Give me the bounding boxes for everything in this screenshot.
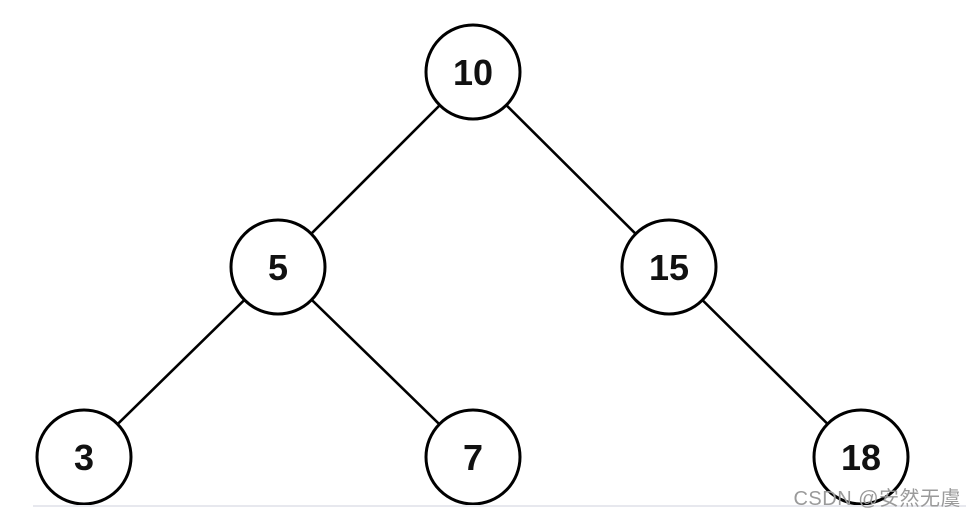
tree-node-label-18: 18	[841, 437, 881, 478]
tree-node-18: 18	[812, 408, 910, 506]
tree-node-15: 15	[620, 218, 718, 316]
tree-node-7: 7	[424, 408, 522, 506]
tree-node-circle-3	[35, 408, 133, 506]
tree-node-circle-15	[620, 218, 718, 316]
tree-node-label-5: 5	[268, 247, 288, 288]
tree-node-circle-18	[812, 408, 910, 506]
bottom-divider	[33, 505, 966, 507]
tree-node-3: 3	[35, 408, 133, 506]
tree-node-label-7: 7	[463, 437, 483, 478]
tree-node-label-10: 10	[453, 52, 493, 93]
tree-node-5: 5	[229, 218, 327, 316]
tree-node-circle-7	[424, 408, 522, 506]
tree-node-label-3: 3	[74, 437, 94, 478]
tree-node-10: 10	[424, 23, 522, 121]
tree-node-label-15: 15	[649, 247, 689, 288]
tree-node-circle-10	[424, 23, 522, 121]
watermark: CSDN @安然无虞	[793, 488, 961, 510]
tree-node-circle-5	[229, 218, 327, 316]
